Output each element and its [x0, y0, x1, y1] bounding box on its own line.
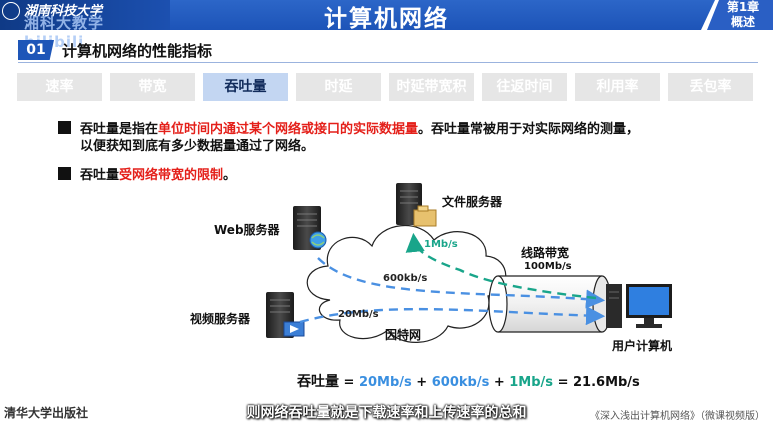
link-pipe-icon: [488, 275, 612, 333]
chapter-number: 第1章: [726, 0, 760, 14]
upload-rate-label: 1Mb/s: [424, 239, 458, 250]
bullet-definition-line2: 以便获知到底有多少数据量通过了网络。: [80, 139, 315, 154]
video-subtitle: 则网络吞吐量就是下载速率和上传速率的总和: [246, 405, 527, 421]
bullet-text: 吞吐量: [80, 168, 120, 183]
bullet-highlight: 单位时间内通过某个网络或接口的实际数据量: [158, 122, 419, 137]
internet-label: 因特网: [385, 328, 422, 342]
formula-plus: +: [489, 375, 510, 390]
bullet-square-icon: [58, 121, 71, 134]
bullet-limit: 吞吐量受网络带宽的限制。: [58, 167, 236, 184]
bullet-text: 。吞吐量常被用于对实际网络的测量，: [418, 122, 640, 137]
tab-bandwidth[interactable]: 带宽: [110, 73, 195, 101]
bullet-text: 。: [223, 168, 237, 183]
formula-result: = 21.6Mb/s: [553, 375, 640, 390]
video-rate-label: 20Mb/s: [338, 309, 379, 320]
tab-throughput[interactable]: 吞吐量: [203, 73, 288, 101]
school-banner: 湖南科技大学 湘科大教学 bilibili: [0, 0, 170, 51]
school-name: 湖南科技大学: [24, 4, 103, 19]
tab-rate[interactable]: 速率: [17, 73, 102, 101]
tab-delay[interactable]: 时延: [296, 73, 381, 101]
section-divider: [18, 62, 758, 63]
user-computer-icon: [606, 284, 672, 328]
link-rate-label: 100Mb/s: [524, 261, 572, 272]
bullet-highlight: 受网络带宽的限制: [119, 168, 224, 183]
web-server-icon: [293, 206, 327, 250]
internet-cloud-icon: [306, 225, 507, 343]
tab-utilization[interactable]: 利用率: [575, 73, 660, 101]
tab-packet-loss[interactable]: 丢包率: [668, 73, 753, 101]
formula-upload-rate: 1Mb/s: [509, 375, 554, 390]
file-server-icon: [396, 183, 437, 227]
video-server-label: 视频服务器: [190, 312, 251, 326]
web-rate-label: 600kb/s: [383, 273, 428, 284]
throughput-formula: 吞吐量 = 20Mb/s + 600kb/s + 1Mb/s = 21.6Mb/…: [297, 371, 640, 391]
link-bandwidth-label: 线路带宽: [521, 246, 570, 260]
publisher-logo: 清华大学出版社: [4, 406, 89, 420]
book-title: 《深入浅出计算机网络》（微课视频版）: [590, 411, 765, 422]
chapter-badge: 第1章 概述: [701, 0, 773, 30]
tab-rtt[interactable]: 往返时间: [482, 73, 567, 101]
section-title: 计算机网络的性能指标: [62, 42, 213, 60]
page-title: 计算机网络: [324, 6, 449, 32]
formula-plus: +: [411, 375, 432, 390]
school-logo-icon: [2, 2, 20, 20]
chapter-badge-fill: 第1章 概述: [707, 0, 773, 30]
file-server-label: 文件服务器: [442, 195, 503, 209]
formula-video-rate: 20Mb/s: [358, 375, 412, 390]
metric-tabs: 速率 带宽 吞吐量 时延 时延带宽积 往返时间 利用率 丢包率: [17, 73, 757, 101]
video-server-icon: [266, 292, 305, 338]
formula-web-rate: 600kb/s: [431, 375, 490, 390]
bullet-definition: 吞吐量是指在单位时间内通过某个网络或接口的实际数据量。吞吐量常被用于对实际网络的…: [58, 121, 639, 138]
bullet-text: 吞吐量是指在: [80, 122, 159, 137]
formula-eq: =: [339, 375, 359, 390]
chapter-name: 概述: [730, 15, 755, 29]
formula-key: 吞吐量: [297, 374, 339, 390]
bullet-square-icon: [58, 167, 71, 180]
user-computer-label: 用户计算机: [612, 339, 673, 353]
section-number: 01: [18, 40, 54, 60]
video-download-arrow: [299, 305, 606, 326]
web-server-label: Web服务器: [214, 223, 280, 237]
tab-delay-bandwidth-product[interactable]: 时延带宽积: [389, 73, 474, 101]
upload-arrow: [405, 232, 597, 300]
